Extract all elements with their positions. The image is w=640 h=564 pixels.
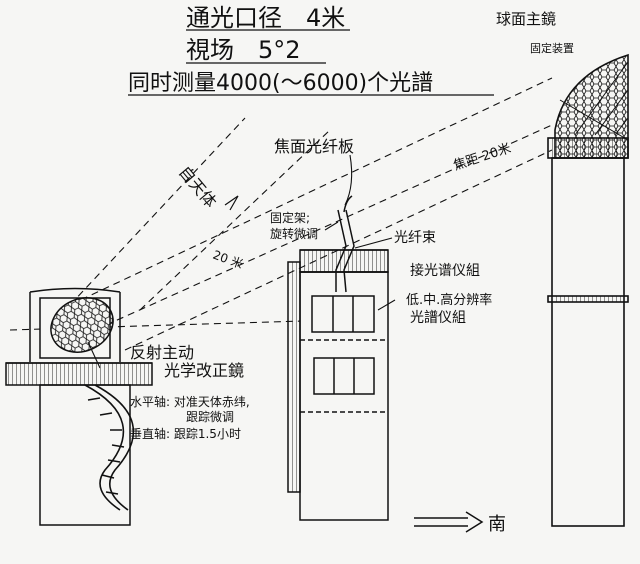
label-focal-plane-board: 焦面光纤板 [274, 137, 354, 156]
pointer-lines [87, 154, 396, 369]
corrector-tower [5, 287, 153, 526]
label-spectrograph-group: 接光谱仪組 [410, 262, 480, 279]
label-focal-distance: 焦距 20米 [452, 141, 513, 174]
label-resolution-levels: 低.中.高分辨率 [406, 292, 492, 308]
label-fixed-mount: 固定装置 [530, 41, 574, 55]
label-rotation-tune: 旋转微调 [270, 226, 318, 241]
focal-plane-building [287, 195, 389, 521]
header-aperture: 通光口径 4米 [186, 4, 345, 32]
label-corrector-1: 反射主动 [130, 343, 194, 362]
label-south: 南 [488, 514, 506, 535]
label-vertical-axis: 垂直轴: 跟踪1.5小时 [130, 426, 241, 441]
label-fiber-bundle: 光纤束 [394, 230, 436, 246]
label-spherical-mirror: 球面主鏡 [496, 10, 556, 28]
header-field-of-view: 視场 5°2 [186, 36, 301, 64]
label-horizontal-axis: 水平轴: 对准天体赤纬, [130, 394, 250, 409]
label-spectrograph-set: 光譜仪組 [410, 310, 466, 326]
arrow-celestial [224, 195, 239, 211]
south-arrow [414, 511, 484, 533]
label-fixed-frame: 固定架; [270, 210, 310, 225]
header-spectra-count: 同时测量4000(～6000)个光譜 [128, 71, 433, 96]
label-horizontal-tracking: 跟踪微调 [186, 410, 234, 424]
label-corrector-2: 光学改正鏡 [164, 361, 244, 380]
spherical-mirror-tower [547, 53, 629, 527]
label-distance-20m: 20 米 [211, 248, 245, 272]
label-celestial-object: 自天体 [175, 162, 220, 211]
